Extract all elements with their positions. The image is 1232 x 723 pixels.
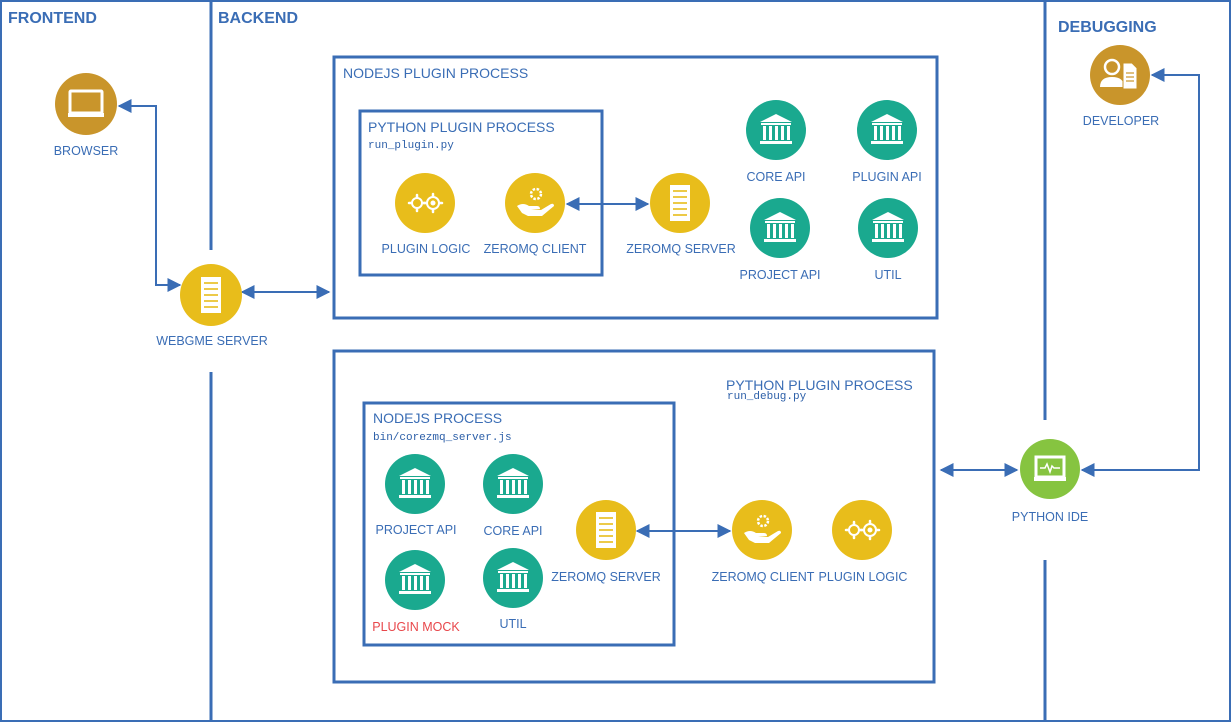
python-plugin-process-inner-title: PYTHON PLUGIN PROCESS — [368, 119, 555, 135]
frontend-section-title: FRONTEND — [8, 10, 97, 27]
terminal-monitor-icon — [1020, 439, 1080, 499]
plugin-mock-label: PLUGIN MOCK — [372, 620, 460, 634]
zeromq-client-label-bottom: ZEROMQ CLIENT — [711, 570, 815, 584]
project-api-label-top: PROJECT API — [739, 268, 821, 282]
bank-building-icon — [750, 198, 810, 258]
plugin-logic-label-bottom: PLUGIN LOGIC — [818, 570, 908, 584]
bank-building-icon — [858, 198, 918, 258]
bank-building-icon — [385, 454, 445, 514]
bank-building-icon — [857, 100, 917, 160]
developer-ide-connector — [1080, 68, 1200, 477]
hand-gear-icon — [732, 500, 792, 560]
python-plugin-process-box — [332, 349, 936, 684]
corezmq-server-filename: bin/corezmq_server.js — [373, 432, 512, 444]
python-plugin-process-inner-box — [358, 109, 604, 277]
zeromq-server-icon-bottom — [576, 500, 636, 560]
webgme-server-label: WEBGME SERVER — [156, 334, 268, 348]
bank-building-icon — [483, 548, 543, 608]
core-api-label-bottom: CORE API — [483, 524, 543, 538]
zeromq-server-icon-top — [650, 173, 710, 233]
user-document-icon — [1090, 45, 1150, 105]
core-api-label-top: CORE API — [746, 170, 806, 184]
backend-section-title: BACKEND — [218, 10, 298, 27]
nodejs-process-title: NODEJS PROCESS — [373, 410, 503, 426]
project-api-label-bottom: PROJECT API — [375, 523, 457, 537]
zeromq-server-label-bottom: ZEROMQ SERVER — [551, 570, 661, 584]
nodejs-plugin-process-box — [332, 55, 939, 320]
bank-building-icon — [483, 454, 543, 514]
bank-building-icon — [385, 550, 445, 610]
developer-label: DEVELOPER — [1082, 114, 1160, 128]
python-ide-label: PYTHON IDE — [1011, 510, 1089, 524]
plugin-api-label: PLUGIN API — [852, 170, 922, 184]
gears-icon — [832, 500, 892, 560]
gears-icon — [395, 173, 455, 233]
python-plugin-process-title: PYTHON PLUGIN PROCESS — [726, 377, 913, 393]
zeromq-client-label-top: ZEROMQ CLIENT — [483, 242, 587, 256]
plugin-logic-label-top: PLUGIN LOGIC — [381, 242, 471, 256]
zeromq-server-label-top: ZEROMQ SERVER — [626, 242, 736, 256]
bank-building-icon — [746, 100, 806, 160]
webgme-server-icon — [180, 264, 242, 326]
browser-label: BROWSER — [53, 144, 119, 158]
nodejs-plugin-process-title: NODEJS PLUGIN PROCESS — [343, 65, 529, 81]
util-label-top: UTIL — [874, 268, 902, 282]
hand-gear-icon — [505, 173, 565, 233]
monitor-icon — [55, 73, 117, 135]
run-plugin-filename: run_plugin.py — [368, 140, 454, 152]
browser-webgme-connector — [117, 99, 182, 292]
run-debug-filename: run_debug.py — [727, 391, 807, 403]
util-label-bottom: UTIL — [499, 617, 527, 631]
debugging-section-title: DEBUGGING — [1058, 19, 1157, 36]
